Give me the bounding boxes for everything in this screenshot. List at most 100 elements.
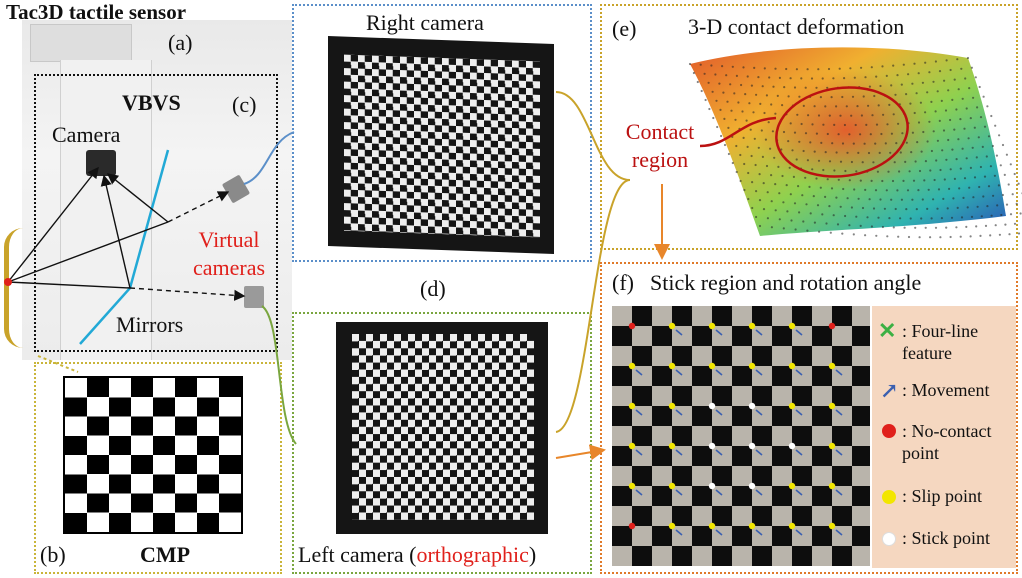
movement-arrow xyxy=(635,409,643,416)
mesh-dot xyxy=(943,178,946,181)
mesh-dot xyxy=(890,132,894,135)
movement-arrow xyxy=(755,489,763,496)
mesh-dot xyxy=(879,84,882,88)
mesh-dot xyxy=(761,85,764,88)
movement-arrow xyxy=(795,489,803,496)
mesh-dot xyxy=(768,76,771,79)
mesh-dot xyxy=(836,223,840,226)
mesh-dot xyxy=(725,74,728,77)
stick-point xyxy=(708,442,716,450)
mesh-dot xyxy=(800,122,803,126)
mesh-dot xyxy=(932,198,935,201)
mesh-dot xyxy=(804,86,807,89)
mesh-dot xyxy=(979,165,983,169)
left-camera-suffix: ) xyxy=(528,542,537,567)
stick-region-image xyxy=(612,306,870,566)
mesh-dot xyxy=(808,185,811,188)
mesh-dot xyxy=(759,102,762,105)
stick-point xyxy=(708,402,716,410)
right-camera-label: Right camera xyxy=(366,10,484,35)
mesh-dot xyxy=(920,217,923,220)
mesh-dot xyxy=(940,217,944,220)
connector-lower-green xyxy=(261,305,297,445)
movement-arrow xyxy=(675,329,683,336)
mesh-dot xyxy=(817,68,820,71)
mesh-dot xyxy=(833,123,836,126)
mesh-dot xyxy=(760,129,763,132)
mesh-dot xyxy=(905,208,908,211)
mesh-dot xyxy=(900,198,904,201)
movement-arrow xyxy=(795,529,803,536)
mesh-dot xyxy=(857,197,860,200)
mesh-dot xyxy=(870,179,873,182)
mesh-dot xyxy=(824,151,827,154)
mesh-dot xyxy=(752,111,755,114)
mesh-dot xyxy=(755,190,758,193)
slip-point xyxy=(628,442,636,450)
mesh-dot xyxy=(716,125,719,129)
mesh-dot xyxy=(890,198,893,201)
mesh-dot xyxy=(778,76,782,79)
mesh-dot xyxy=(935,159,938,162)
mesh-dot xyxy=(947,138,950,142)
mesh-dot xyxy=(985,155,988,158)
mesh-dot xyxy=(846,197,849,200)
mesh-dot xyxy=(860,114,864,117)
mesh-dot xyxy=(962,196,965,199)
mesh-dot xyxy=(965,107,968,110)
movement-arrow xyxy=(675,529,683,536)
mesh-dot xyxy=(989,234,992,237)
mesh-dot xyxy=(750,154,753,158)
mesh-dot xyxy=(795,68,799,71)
slip-point xyxy=(628,482,636,490)
mesh-dot xyxy=(758,199,762,202)
mesh-dot xyxy=(977,136,980,139)
connector-b-to-a xyxy=(37,355,79,373)
mesh-dot xyxy=(819,96,823,99)
mesh-dot xyxy=(900,83,903,86)
mesh-dot xyxy=(903,226,906,229)
mesh-dot xyxy=(934,226,938,229)
mesh-dot xyxy=(997,184,1001,187)
mesh-dot xyxy=(737,101,740,104)
mesh-dot xyxy=(848,133,851,136)
mesh-dot xyxy=(888,103,891,106)
mesh-dot xyxy=(844,214,847,218)
mesh-dot xyxy=(913,62,916,65)
mesh-dot xyxy=(881,179,884,183)
mesh-dot xyxy=(700,89,703,93)
panel-e-tag: (e) xyxy=(612,16,637,41)
mesh-dot xyxy=(870,66,873,69)
mesh-dot xyxy=(932,130,935,133)
mesh-dot xyxy=(770,226,774,229)
mesh-dot xyxy=(951,148,954,151)
mesh-dot xyxy=(853,188,856,191)
mesh-dot xyxy=(963,127,966,130)
mesh-dot xyxy=(924,160,928,163)
mesh-dot xyxy=(989,165,993,168)
mesh-dot xyxy=(832,214,835,217)
panel-e-title: 3-D contact deformation xyxy=(688,14,905,39)
mesh-dot xyxy=(710,64,713,67)
mesh-dot xyxy=(765,164,769,168)
panel-b-name: CMP xyxy=(140,542,191,567)
mesh-dot xyxy=(835,151,838,154)
mesh-dot xyxy=(774,112,777,115)
slip-point xyxy=(828,482,836,490)
mesh-dot xyxy=(761,155,765,158)
mesh-dot xyxy=(934,110,937,113)
contact-point-icon xyxy=(4,278,12,286)
movement-arrow xyxy=(795,369,803,376)
mesh-dot xyxy=(995,154,999,157)
mesh-dot xyxy=(763,111,766,115)
mesh-dot xyxy=(913,111,916,115)
mesh-dot xyxy=(938,70,942,73)
mesh-dot xyxy=(812,195,815,198)
mesh-dot xyxy=(721,65,724,68)
mesh-dot xyxy=(765,94,769,97)
mesh-dot xyxy=(850,160,854,164)
mesh-dot xyxy=(944,109,948,112)
mesh-dot xyxy=(893,161,896,164)
movement-arrow xyxy=(835,409,843,416)
mesh-dot xyxy=(831,142,834,145)
